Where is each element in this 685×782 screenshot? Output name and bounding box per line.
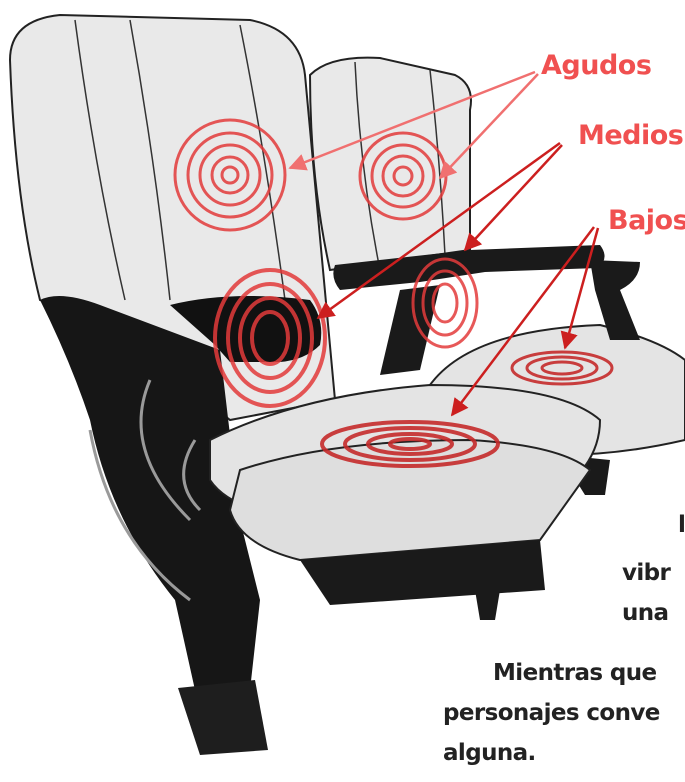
text-line-4: Mientras que — [493, 660, 657, 686]
arrow-mid-left — [316, 141, 561, 320]
mid-rings-right — [411, 257, 479, 349]
bass-rings-left — [320, 420, 500, 468]
text-line-5: personajes conve — [443, 700, 660, 726]
arrow-mid-right — [463, 144, 563, 252]
label-bass: Bajos — [608, 205, 685, 236]
arrow-bass-right — [560, 227, 600, 350]
arrow-treble-left — [288, 70, 536, 171]
left-frame — [40, 296, 260, 697]
arrow-bass-left — [450, 226, 595, 417]
pointer-arrows — [288, 70, 600, 417]
left-seat — [8, 13, 602, 755]
right-seat — [308, 56, 685, 495]
center-armrest — [333, 245, 605, 290]
treble-rings-left — [173, 118, 287, 232]
right-backrest — [308, 56, 472, 272]
label-mid: Medios — [578, 120, 684, 151]
text-line-2: vibr — [622, 560, 671, 586]
text-line-3: una — [622, 600, 669, 626]
label-treble: Agudos — [541, 50, 652, 81]
arrow-treble-right — [438, 73, 539, 180]
mid-rings-left — [213, 268, 327, 408]
left-armrest — [170, 296, 322, 362]
bass-rings-right — [510, 350, 614, 386]
text-line-1: l — [678, 512, 685, 538]
right-frame — [590, 260, 640, 340]
text-line-6: alguna. — [443, 740, 536, 766]
treble-rings-right — [358, 131, 448, 221]
